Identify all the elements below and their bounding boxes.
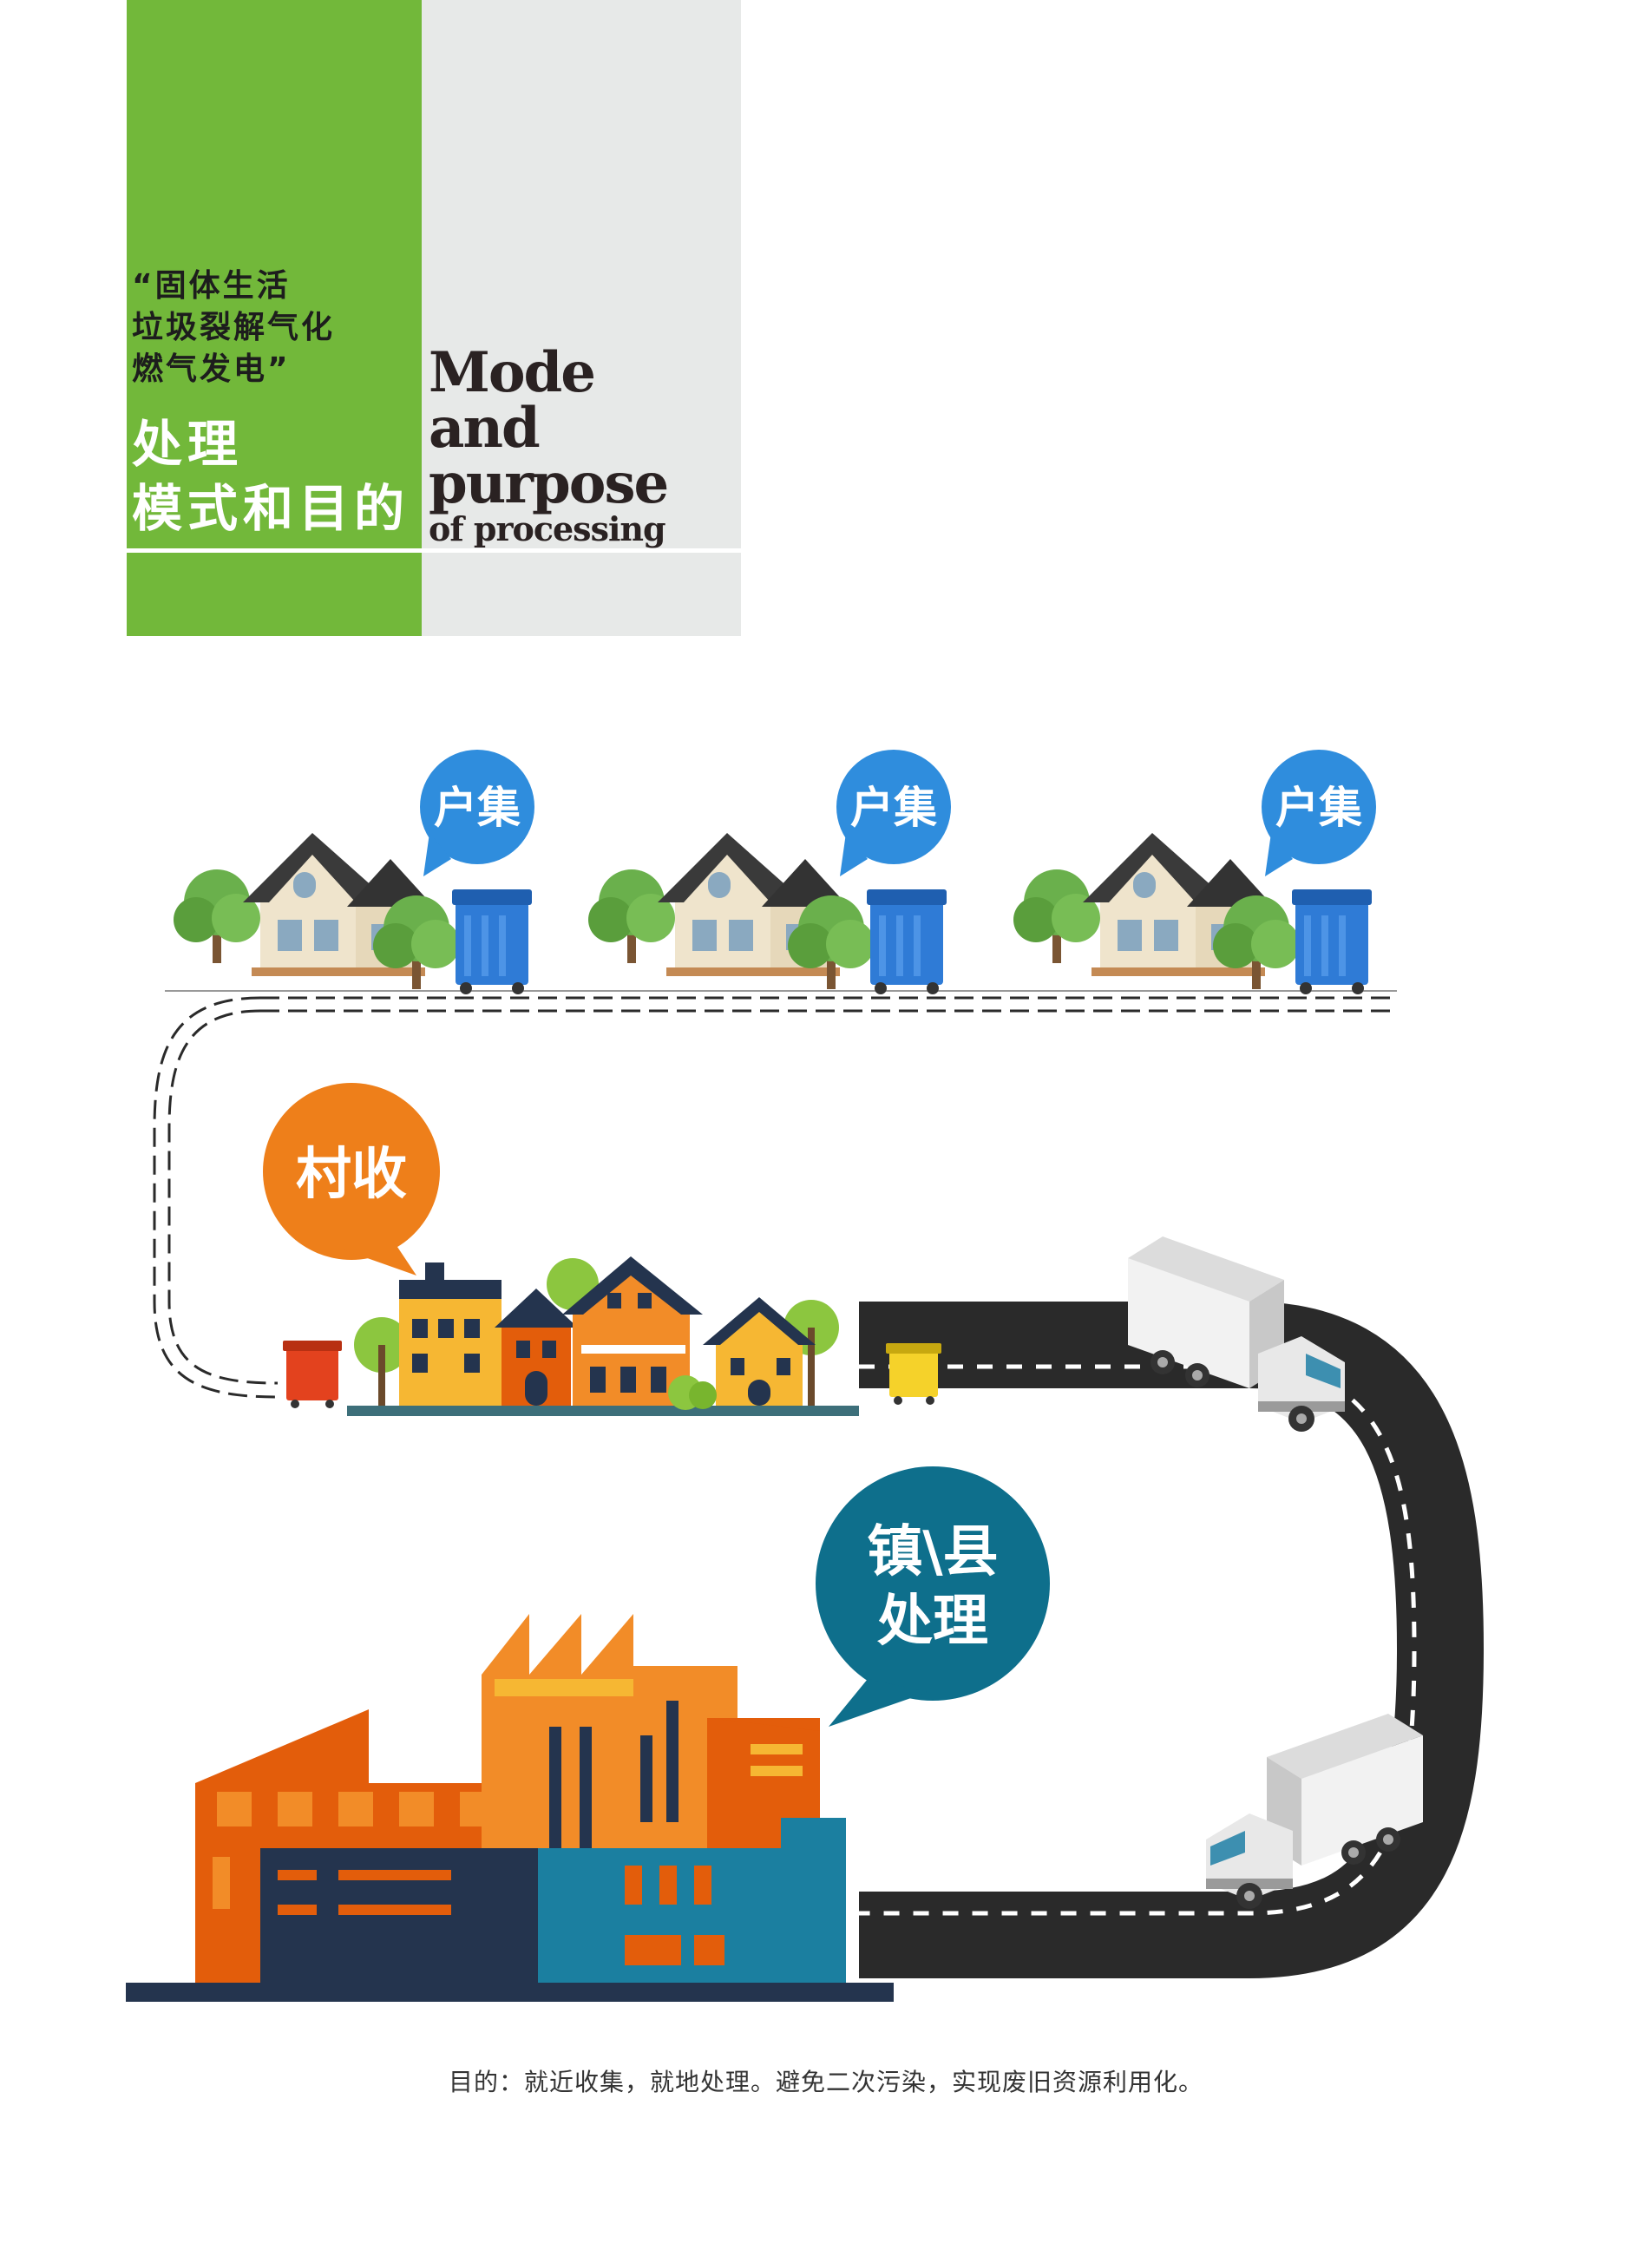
speech-bubble-icon [420, 750, 534, 876]
speech-bubble-icon [263, 1083, 440, 1276]
household-label: 户集 [434, 783, 521, 833]
household-label: 户集 [850, 783, 937, 833]
town-label-line1: 镇\县 [867, 1520, 998, 1584]
trash-bin-icon [867, 889, 947, 994]
title-cn-line: 模式和目的 [132, 479, 410, 538]
header-grey-panel [422, 0, 741, 636]
header-divider [127, 548, 741, 553]
village-label: 村收 [296, 1143, 407, 1207]
trash-bin-icon [283, 1341, 342, 1408]
title-en-line: Mode [429, 340, 596, 405]
title-en-small: of processing [429, 509, 666, 548]
subtitle-line: 垃圾裂解气化 [132, 310, 336, 345]
speech-bubble-icon [816, 1466, 1050, 1727]
subtitle-line: 燃气发电” [132, 351, 291, 387]
dashed-route [167, 1009, 279, 1385]
trash-bin-icon [452, 889, 532, 994]
trash-bin-icon [886, 1343, 941, 1405]
header-green-panel [127, 0, 422, 636]
header-subtitle: “固体生活 垃圾裂解气化 燃气发电” [132, 266, 335, 390]
factory-icon [126, 1614, 894, 2002]
tree-icon [588, 869, 675, 963]
speech-bubble-icon [836, 750, 951, 876]
speech-bubble-icon [1262, 750, 1376, 876]
dashed-route [153, 996, 279, 1399]
road [859, 1302, 1485, 1978]
trash-bin-icon [1292, 889, 1372, 994]
purpose-caption: 目的：就近收集，就地处理。避免二次污染，实现废旧资源利用化。 [448, 2068, 1203, 2096]
household-label: 户集 [1275, 783, 1362, 833]
tree-icon [1013, 869, 1100, 963]
header-title-en: Mode and purpose of processing [429, 340, 669, 548]
title-en-line: and [429, 396, 541, 461]
village-buildings-icon [347, 1256, 859, 1416]
title-en-line: purpose [429, 451, 669, 516]
title-cn-line: 处理 [132, 415, 244, 474]
subtitle-line: “固体生活 [132, 268, 291, 304]
header-title-cn: 处理 模式和目的 [132, 412, 410, 541]
tree-icon [174, 869, 260, 963]
town-label-line2: 处理 [877, 1590, 988, 1654]
